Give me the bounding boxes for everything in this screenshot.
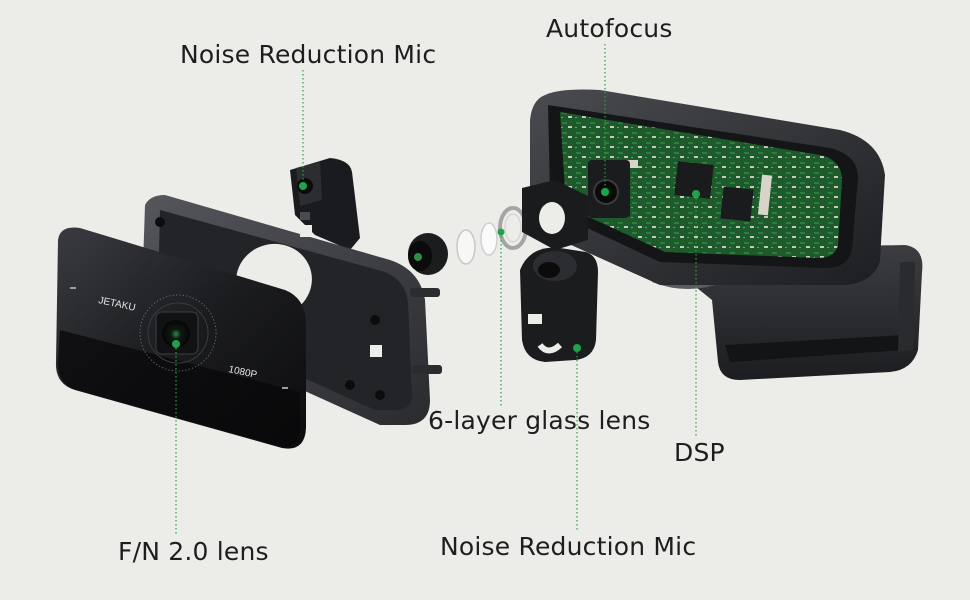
dsp-chip	[674, 161, 714, 199]
dot-autofocus	[601, 188, 609, 196]
dot-dsp	[692, 190, 700, 198]
callout-autofocus: Autofocus	[546, 14, 673, 43]
lens-barrel	[408, 233, 448, 275]
callout-noise-reduction-mic-top: Noise Reduction Mic	[180, 40, 437, 69]
leader-lines	[175, 44, 697, 536]
callout-fn-lens: F/N 2.0 lens	[118, 537, 269, 566]
dot-glass-lens	[497, 228, 505, 236]
rear-shell	[530, 89, 885, 285]
leader-dots	[172, 182, 700, 352]
callout-noise-reduction-mic-bottom: Noise Reduction Mic	[440, 532, 697, 561]
lens-stack	[408, 206, 528, 275]
lens-holder	[522, 180, 588, 250]
lower-mic-holder	[520, 247, 598, 362]
callout-dsp: DSP	[674, 438, 725, 467]
dot-noise-mic-top	[299, 182, 307, 190]
front-bezel: JETAKU 1080P	[55, 227, 307, 449]
glass-element-1	[456, 229, 476, 265]
dot-noise-mic-bottom	[573, 344, 581, 352]
glass-element-2	[480, 222, 498, 256]
callout-glass-lens: 6-layer glass lens	[428, 406, 651, 435]
front-lens	[162, 320, 190, 348]
dot-fn-lens	[172, 340, 180, 348]
autofocus-module	[588, 160, 630, 218]
